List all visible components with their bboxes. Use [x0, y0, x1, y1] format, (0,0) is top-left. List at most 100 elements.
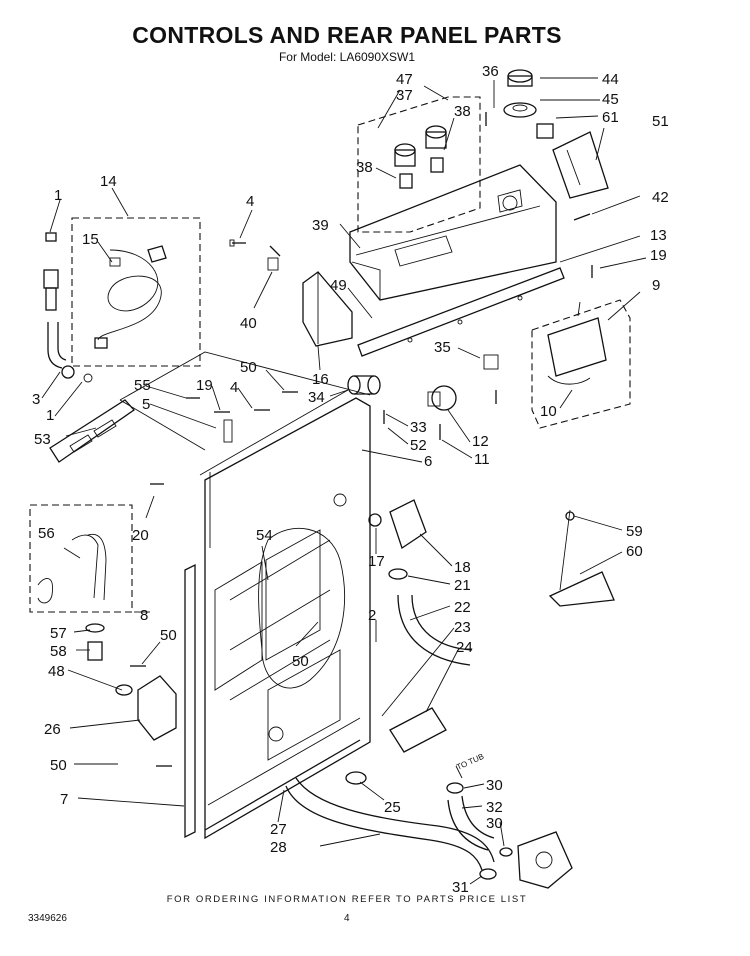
callout: 2	[368, 607, 376, 624]
callout: 28	[270, 839, 287, 856]
screws	[130, 112, 593, 767]
callout: 35	[434, 339, 451, 356]
callout: 61	[602, 109, 619, 126]
model-subtitle: For Model: LA6090XSW1	[278, 50, 416, 64]
cabinet-side-rail	[184, 563, 361, 839]
callout: 36	[482, 63, 499, 80]
callout: 16	[312, 371, 329, 388]
lower-hose	[285, 771, 495, 871]
callout: 59	[626, 523, 643, 540]
rear-panel	[199, 389, 371, 840]
water-level-hose-bracket	[389, 707, 447, 753]
callout: 30	[486, 815, 503, 832]
callout: 50	[50, 757, 67, 774]
callout: 39	[312, 217, 329, 234]
callout: 25	[384, 799, 401, 816]
knob-group-box	[357, 96, 481, 233]
callout: 38	[454, 103, 471, 120]
callout: 24	[456, 639, 473, 656]
callout: 54	[256, 527, 273, 544]
callout: 14	[100, 173, 117, 190]
callout: 13	[650, 227, 667, 244]
callout: 31	[452, 879, 469, 896]
pump-housing	[517, 831, 573, 889]
callout: 18	[454, 559, 471, 576]
mounting-bracket	[49, 399, 135, 463]
callout: 21	[454, 577, 471, 594]
capacitor	[347, 375, 381, 395]
selector-knobs	[394, 125, 447, 189]
water-valve	[368, 499, 427, 580]
callout: 1	[54, 187, 62, 204]
callout: 4	[230, 379, 238, 396]
callout: 44	[602, 71, 619, 88]
drain-hose-group-box	[29, 504, 133, 613]
pump-hose	[446, 782, 513, 880]
callout: 51	[652, 113, 669, 130]
callout: 47	[396, 71, 413, 88]
top-rear-cover	[119, 351, 371, 451]
water-level-switch	[552, 131, 609, 199]
callout: 50	[160, 627, 177, 644]
callout: 49	[330, 277, 347, 294]
fill-hose	[397, 594, 473, 666]
callout: 42	[652, 189, 669, 206]
to-tub-label: TO TUB	[455, 752, 485, 772]
callout: 23	[454, 619, 471, 636]
callout: 37	[396, 87, 413, 104]
console-end-cap	[302, 271, 353, 347]
callout: 5	[142, 396, 150, 413]
callout: 48	[48, 663, 65, 680]
callout: 55	[134, 377, 151, 394]
callout: 58	[50, 643, 67, 660]
callout: 34	[308, 389, 325, 406]
callout: 7	[60, 791, 68, 808]
callout: 20	[132, 527, 149, 544]
callout: 27	[270, 821, 287, 838]
control-mounting-rail	[357, 267, 565, 357]
power-cord-group-box	[71, 217, 201, 367]
ordering-info-note: FOR ORDERING INFORMATION REFER TO PARTS …	[166, 894, 528, 905]
timer-assembly	[547, 301, 607, 385]
callout: 22	[454, 599, 471, 616]
callout: 30	[486, 777, 503, 794]
page-number: 4	[344, 913, 350, 924]
callout: 3	[32, 391, 40, 408]
callout: 4	[246, 193, 254, 210]
callout: 17	[368, 553, 385, 570]
drain-hose	[37, 533, 107, 604]
callout: 1	[46, 407, 54, 424]
callout: 8	[140, 607, 148, 624]
callout: 32	[486, 799, 503, 816]
power-cord	[94, 245, 167, 349]
callout: 52	[410, 437, 427, 454]
callout: 11	[474, 451, 490, 468]
callout: 10	[540, 403, 557, 420]
leader-lines	[41, 77, 647, 885]
callout: 50	[292, 653, 309, 670]
callout: 6	[424, 453, 432, 470]
page-title: CONTROLS AND REAR PANEL PARTS	[132, 22, 562, 48]
callout: 19	[196, 377, 213, 394]
timer-group-box	[531, 299, 631, 429]
callout: 56	[38, 525, 55, 542]
callout: 53	[34, 431, 51, 448]
callout: 60	[626, 543, 643, 560]
callout: 26	[44, 721, 61, 738]
selector-switch	[427, 354, 499, 411]
callout: 40	[240, 315, 257, 332]
callout: 15	[82, 231, 99, 248]
inlet-hose	[43, 232, 93, 383]
timer-knob	[503, 69, 554, 139]
callout: 38	[356, 159, 373, 176]
callout: 12	[472, 433, 489, 450]
callout-numbers: 1 14 15 3 1 53 55 5 19 4 50 4 40 16 34 3…	[32, 63, 669, 896]
callout: 9	[652, 277, 660, 294]
rear-bracket	[548, 511, 615, 607]
console-panel	[349, 164, 557, 301]
callout: 57	[50, 625, 67, 642]
callout: 50	[240, 359, 257, 376]
callout: 33	[410, 419, 427, 436]
callout: 19	[650, 247, 667, 264]
